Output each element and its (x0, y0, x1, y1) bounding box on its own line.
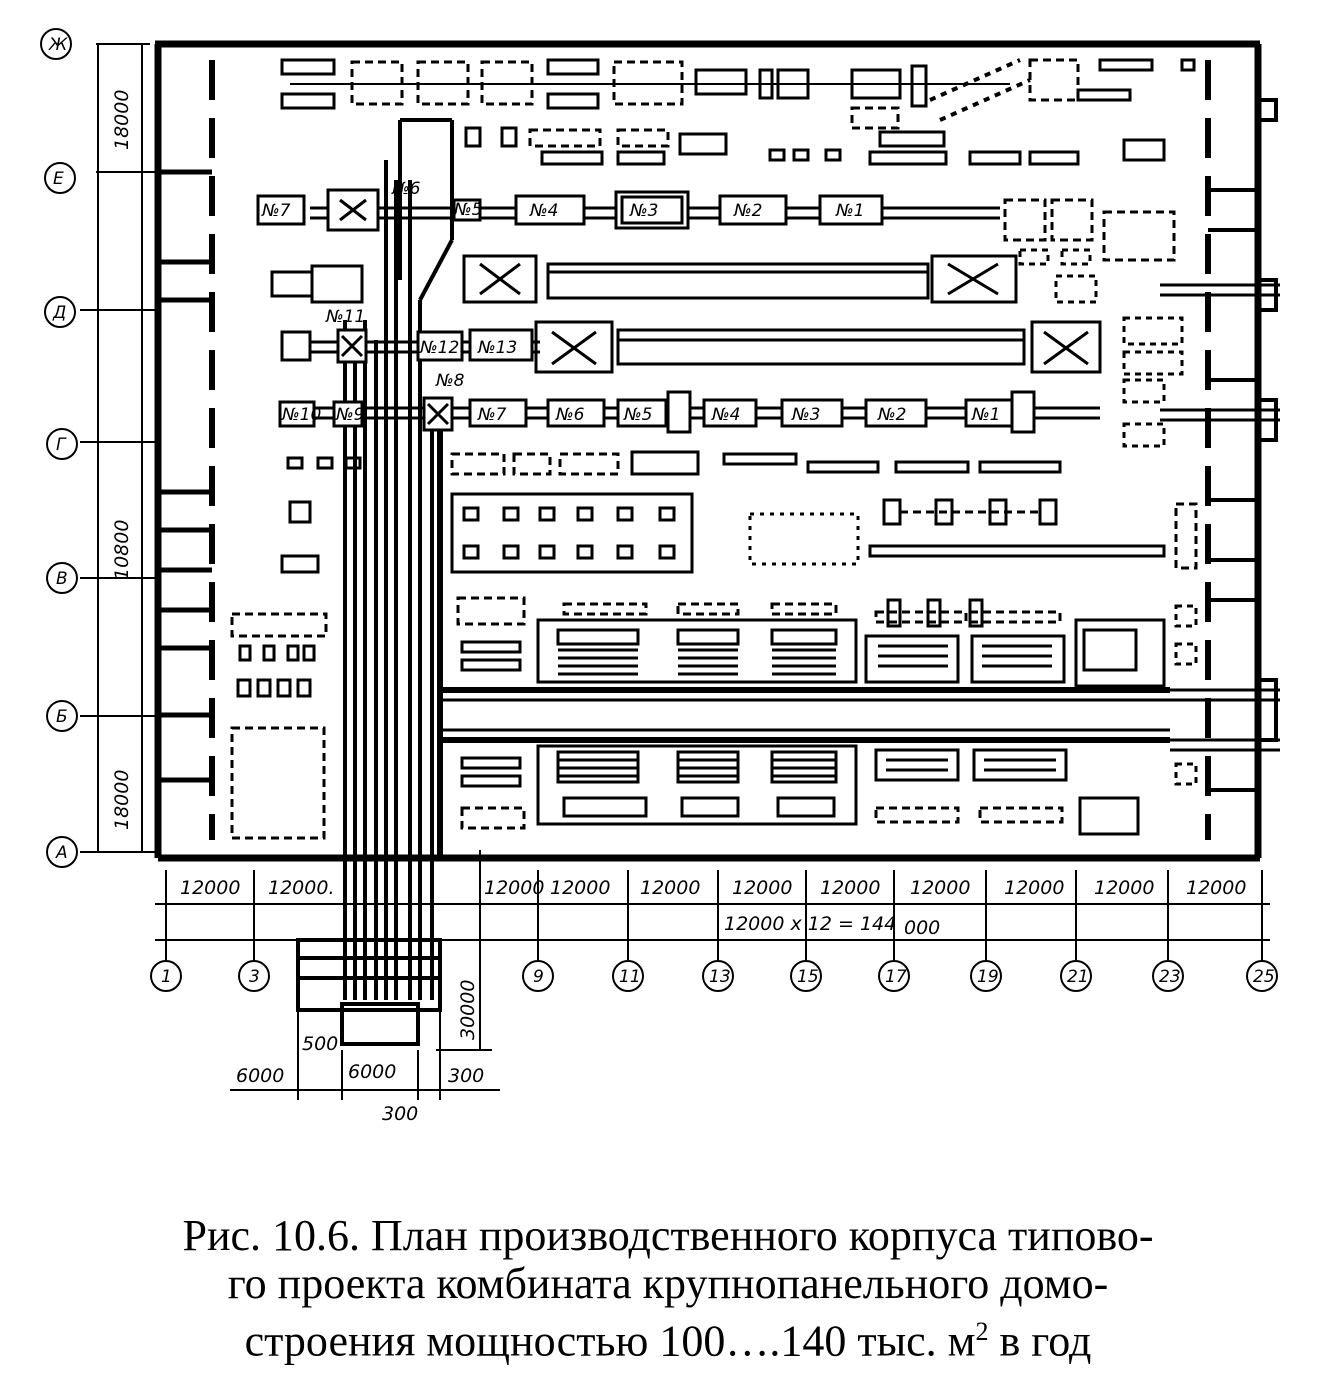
span-label: 12000 (640, 877, 700, 899)
line1-label-2: №2 (733, 201, 763, 221)
vertical-conveyor-bundle (343, 118, 454, 1000)
col-axis-label-3: 3 (249, 967, 260, 987)
line1-label-7: №7 (261, 201, 291, 221)
line3-label-1: №1 (971, 405, 1001, 425)
caption-line-1: Рис. 10.6. План производственного корпус… (182, 1211, 1154, 1260)
col-axis-label-9: 9 (533, 967, 544, 987)
col-axis-label-1: 1 (161, 967, 172, 987)
middle-zone-equipment (280, 450, 1198, 574)
line1-label-3: №3 (629, 201, 659, 221)
line3-label-2: №2 (877, 405, 907, 425)
dim-left-mid: 10800 (111, 520, 133, 580)
dim-left-bottom: 18000 (111, 770, 133, 830)
bottom-span-labels: 12000 12000. 12000 12000 12000 12000 120… (180, 877, 1246, 899)
caption-superscript: 2 (975, 1317, 989, 1346)
line3-label-7: №7 (477, 405, 507, 425)
span-label: 12000. (268, 877, 334, 899)
total-length-label: 12000 x 12 = 144 (724, 913, 896, 935)
column-dimension-lines (150, 850, 1278, 1051)
span-label: 12000 (550, 877, 610, 899)
top-equipment-row (280, 58, 1196, 122)
span-label: 12000 (1004, 877, 1064, 899)
row-axis-label-v: В (56, 569, 68, 589)
span-label: 12000 (484, 877, 544, 899)
col-axis-label-13: 13 (709, 967, 731, 987)
row-axis-label-ye: Е (53, 169, 64, 189)
column-axis-labels: 1 3 9 11 13 15 17 19 21 23 25 (161, 967, 1275, 987)
col-axis-label-11: 11 (619, 967, 641, 987)
col-axis-label-25: 25 (1253, 967, 1275, 987)
dim-ext-300a: 300 (448, 1065, 484, 1087)
caption-line-3-suffix: в год (988, 1316, 1092, 1366)
line3-label-6: №6 (555, 405, 585, 425)
col-axis-label-23: 23 (1159, 967, 1181, 987)
span-label: 12000 (732, 877, 792, 899)
extension-dim-lines (230, 1010, 500, 1100)
left-bays (158, 169, 212, 783)
line-1: №7 №6 №5 №4 №3 №2 №1 (256, 179, 1176, 262)
row-axis-label-b: Б (56, 707, 68, 727)
row-axis-label-g: Г (56, 435, 67, 455)
col-axis-label-21: 21 (1067, 967, 1089, 987)
line2-label-11: №11 (325, 307, 365, 327)
line-2: №11 №12 №13 (280, 307, 1184, 376)
line3-label-4: №4 (711, 405, 741, 425)
caption-line-3: строения мощностью 100….140 тыс. м2 в го… (0, 1308, 1336, 1366)
dim-ext-500: 500 (302, 1033, 338, 1055)
caption-line-3-text: строения мощностью 100….140 тыс. м (244, 1316, 976, 1366)
row-axis-label-d: Д (52, 303, 66, 323)
line-3: №10 №9 №8 №7 №6 №5 №4 №3 №2 №1 (278, 371, 1166, 448)
line2-label-13: №13 (477, 338, 517, 358)
col-axis-label-19: 19 (977, 967, 999, 987)
line3-label-3: №3 (791, 405, 821, 425)
line1-label-5: №5 (453, 200, 483, 220)
span-label: 12000 (820, 877, 880, 899)
row-axis-labels: Ж Е Д Г В Б А (48, 35, 68, 863)
row-axis-label-zh: Ж (48, 35, 68, 55)
building-outline (154, 40, 1278, 862)
caption-line-2: го проекта комбината крупнопанельного до… (227, 1259, 1109, 1308)
line3-label-10: №10 (281, 405, 321, 425)
line3-label-9: №9 (335, 405, 365, 425)
line3-label-5: №5 (623, 405, 653, 425)
row-axes (40, 28, 160, 868)
dim-ext-300b: 300 (382, 1103, 418, 1125)
span-label: 12000 (1186, 877, 1246, 899)
row-axis-label-a: А (55, 843, 68, 863)
line1-label-6: №6 (391, 179, 421, 199)
right-bays (1160, 188, 1280, 792)
dim-left-top: 18000 (111, 90, 133, 150)
dim-extension-height: 30000 (457, 980, 479, 1040)
line1-label-1: №1 (835, 201, 865, 221)
curing-chamber-row-1 (270, 248, 1098, 304)
span-label: 12000 (910, 877, 970, 899)
col-axis-label-15: 15 (797, 967, 819, 987)
col-axis-label-17: 17 (885, 967, 907, 987)
span-label: 12000 (1094, 877, 1154, 899)
lower-storage-zone (440, 596, 1198, 836)
line2-label-12: №12 (419, 338, 459, 358)
total-length-suffix: 000 (904, 917, 940, 939)
line1-label-4: №4 (529, 201, 559, 221)
span-label: 12000 (180, 877, 240, 899)
line3-label-8: №8 (435, 371, 465, 391)
left-utility-block (230, 612, 328, 840)
second-equipment-row (464, 106, 1166, 166)
dim-ext-6000: 6000 (236, 1065, 284, 1087)
dim-ext-6000b: 6000 (348, 1061, 396, 1083)
